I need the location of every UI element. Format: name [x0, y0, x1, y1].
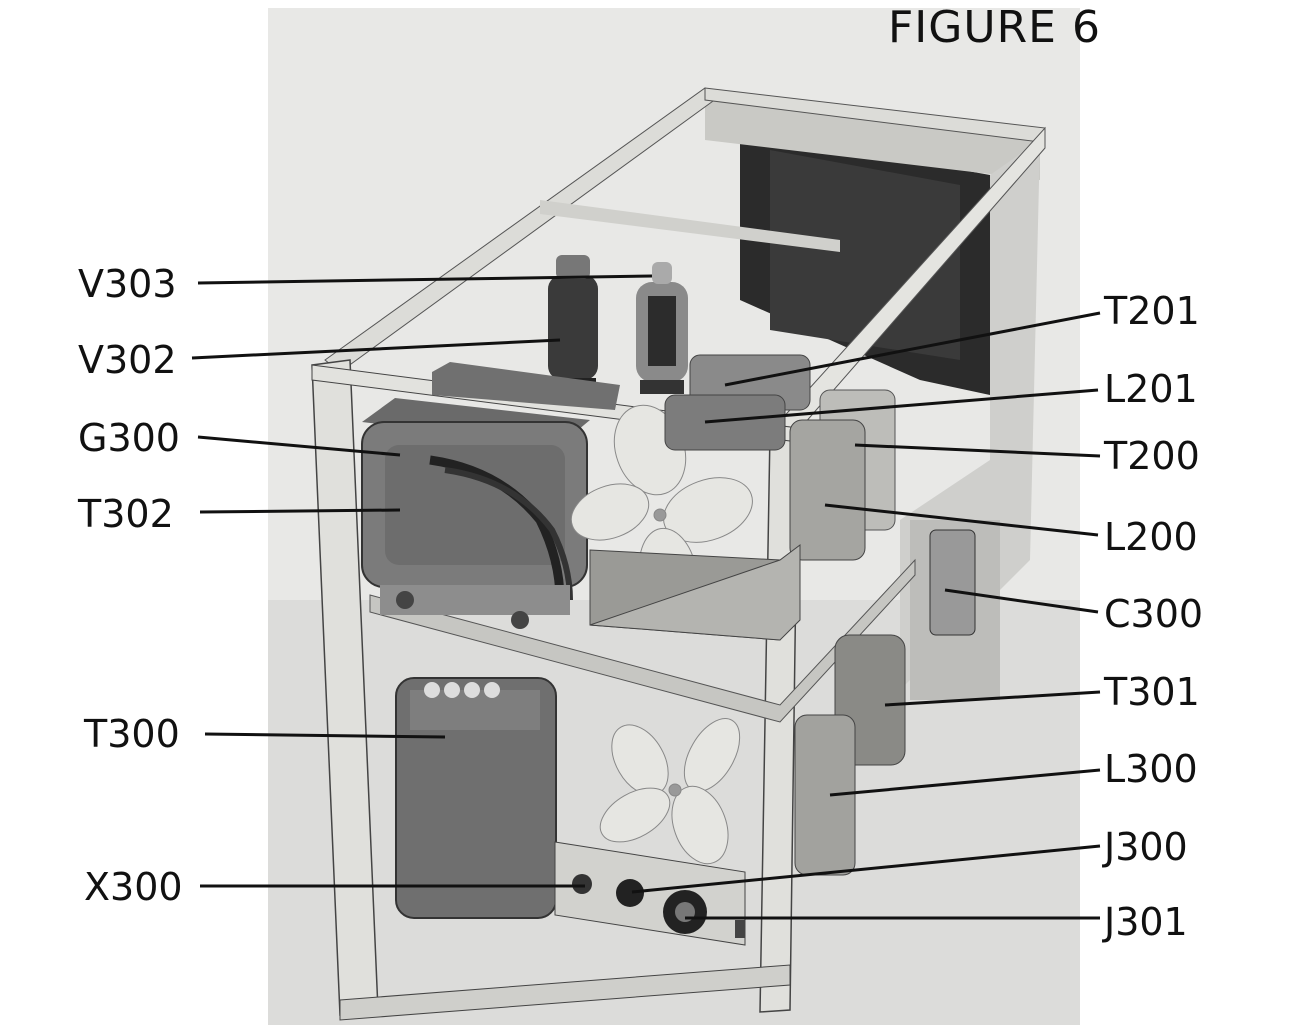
- callout-j301: J301: [1104, 900, 1188, 944]
- jack-j300: [616, 879, 644, 907]
- callout-l300: L300: [1104, 747, 1198, 791]
- transformer-t302: [361, 398, 590, 629]
- callout-t201: T201: [1104, 289, 1200, 333]
- figure-title: FIGURE 6: [888, 2, 1101, 53]
- callout-t200: T200: [1104, 434, 1200, 478]
- transformer-t300: [395, 677, 557, 919]
- lower-fan: [599, 718, 741, 865]
- tube-v303: [636, 262, 688, 394]
- frame-bottom-rail: [339, 964, 791, 1021]
- inductor-l201: [664, 394, 786, 451]
- callout-c300: C300: [1104, 592, 1204, 636]
- callout-t301: T301: [1104, 670, 1200, 714]
- middle-shelf: [369, 558, 916, 723]
- inductor-l300: [794, 714, 856, 876]
- callout-j300: J300: [1104, 825, 1188, 869]
- callout-x300: X300: [84, 865, 183, 909]
- callout-t302: T302: [78, 492, 174, 536]
- callout-v303: V303: [78, 262, 177, 306]
- socket-x300: [572, 874, 592, 894]
- callout-l200: L200: [1104, 515, 1198, 559]
- callout-t300: T300: [84, 712, 180, 756]
- inductor-l200: [789, 419, 866, 561]
- callout-g300: G300: [78, 416, 180, 460]
- capacitor-c300: [929, 529, 976, 636]
- callout-l201: L201: [1104, 367, 1198, 411]
- callout-v302: V302: [78, 338, 177, 382]
